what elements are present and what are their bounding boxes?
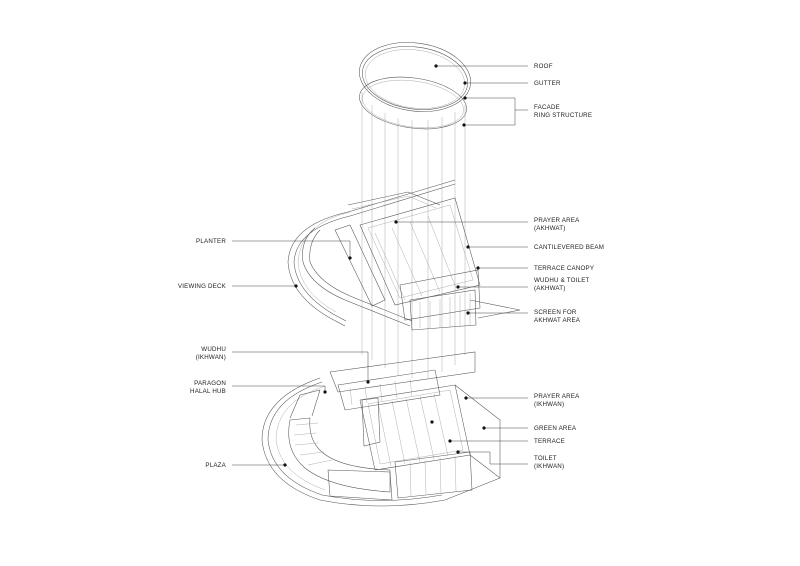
label-prayer-ikhwan-line1: PRAYER AREA: [534, 393, 580, 400]
label-prayer-ikhwan-line2: (IKHWAN): [534, 401, 564, 408]
label-paragon-line1: PARAGON: [194, 380, 226, 387]
label-screen-line2: AKHWAT AREA: [534, 317, 581, 324]
label-plaza: PLAZA: [205, 462, 226, 469]
labels-left: PLANTER VIEWING DECK WUDHU (IKHWAN) PARA…: [178, 238, 227, 469]
label-toilet-ikhwan-line1: TOILET: [534, 455, 557, 462]
label-facade-line2: RING STRUCTURE: [534, 112, 592, 119]
label-planter: PLANTER: [196, 238, 226, 245]
roof-drawing: [359, 42, 471, 130]
ground-floor-drawing: [261, 351, 501, 507]
label-wudhu-toilet-line1: WUDHU & TOILET: [534, 277, 590, 284]
label-paragon-line2: HALAL HUB: [190, 388, 226, 395]
alignment-lines: [361, 92, 466, 378]
leader-lines-left: [232, 240, 369, 466]
label-prayer-akhwat-line1: PRAYER AREA: [534, 217, 580, 224]
label-green-area: GREEN AREA: [534, 425, 577, 432]
label-facade-line1: FACADE: [534, 104, 560, 111]
label-prayer-akhwat-line2: (AKHWAT): [534, 225, 566, 232]
label-roof: ROOF: [534, 63, 553, 70]
label-terrace-canopy: TERRACE CANOPY: [534, 265, 594, 272]
leader-dots: [283, 64, 486, 467]
labels-right: ROOF GUTTER FACADE RING STRUCTURE PRAYER…: [534, 63, 604, 470]
label-gutter: GUTTER: [534, 80, 561, 87]
label-wudhu-ikhwan-line2: (IKHWAN): [196, 354, 226, 361]
label-toilet-ikhwan-line2: (IKHWAN): [534, 463, 564, 470]
label-wudhu-toilet-line2: (AKHWAT): [534, 285, 566, 292]
label-wudhu-ikhwan-line1: WUDHU: [201, 346, 226, 353]
label-viewing-deck: VIEWING DECK: [178, 283, 227, 290]
label-cantilevered-beam: CANTILEVERED BEAM: [534, 244, 604, 251]
label-screen-line1: SCREEN FOR: [534, 309, 577, 316]
leader-lines-right: [396, 65, 528, 465]
label-terrace: TERRACE: [534, 438, 565, 445]
upper-floor-drawing: [287, 179, 521, 331]
